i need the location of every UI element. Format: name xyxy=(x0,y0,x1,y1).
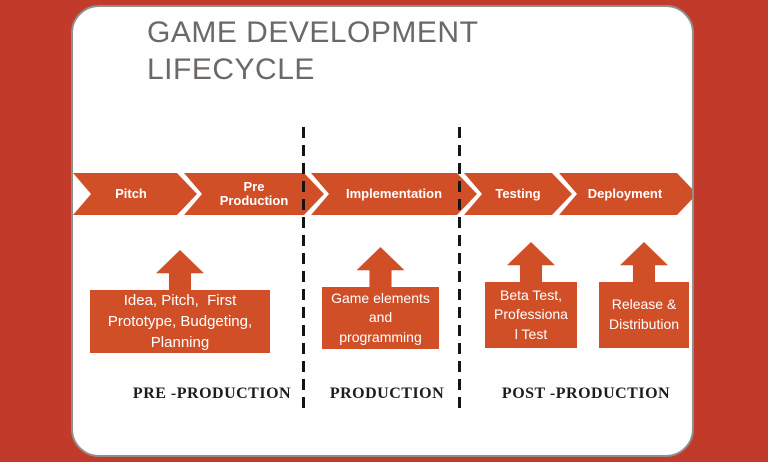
stage-label: Pitch xyxy=(115,185,147,201)
stage-label: Implementation xyxy=(345,185,443,201)
stage-chevron-pre-production: Pre Production xyxy=(184,173,324,215)
stage-label: Pre Production xyxy=(219,178,289,208)
detail-group-deployment: Release & Distribution xyxy=(599,242,689,348)
stage-chevron-implementation: Implementation xyxy=(311,173,477,215)
up-arrow-icon xyxy=(356,247,405,287)
phase-label-post-production: POST -PRODUCTION xyxy=(501,385,671,402)
stage-label: Testing xyxy=(495,185,541,201)
phase-divider-line xyxy=(302,127,305,409)
stage-chevron-deployment: Deployment xyxy=(559,173,694,215)
phase-label-pre-production: PRE -PRODUCTION xyxy=(132,385,292,402)
detail-box: Game elements and programming xyxy=(322,287,439,349)
stage-chevron-testing: Testing xyxy=(464,173,572,215)
detail-group-production: Game elements and programming xyxy=(322,247,439,349)
lifecycle-stage-row: Pitch Pre Production Implementation Test… xyxy=(73,173,692,215)
detail-group-preproduction: Idea, Pitch, First Prototype, Budgeting,… xyxy=(90,250,270,353)
slide-card: GAME DEVELOPMENT LIFECYCLE Pitch Pre Pro… xyxy=(71,5,694,457)
up-arrow-icon xyxy=(620,242,668,282)
detail-box: Beta Test, Professiona l Test xyxy=(485,282,577,348)
phase-divider-line xyxy=(458,127,461,409)
detail-group-testing: Beta Test, Professiona l Test xyxy=(485,242,577,348)
detail-box: Release & Distribution xyxy=(599,282,689,348)
stage-chevron-pitch: Pitch xyxy=(73,173,197,215)
page-title: GAME DEVELOPMENT LIFECYCLE xyxy=(147,16,479,86)
stage-label: Deployment xyxy=(587,185,663,201)
up-arrow-icon xyxy=(507,242,555,282)
detail-box: Idea, Pitch, First Prototype, Budgeting,… xyxy=(90,290,270,353)
up-arrow-icon xyxy=(156,250,204,290)
phase-label-production: PRODUCTION xyxy=(329,385,445,402)
